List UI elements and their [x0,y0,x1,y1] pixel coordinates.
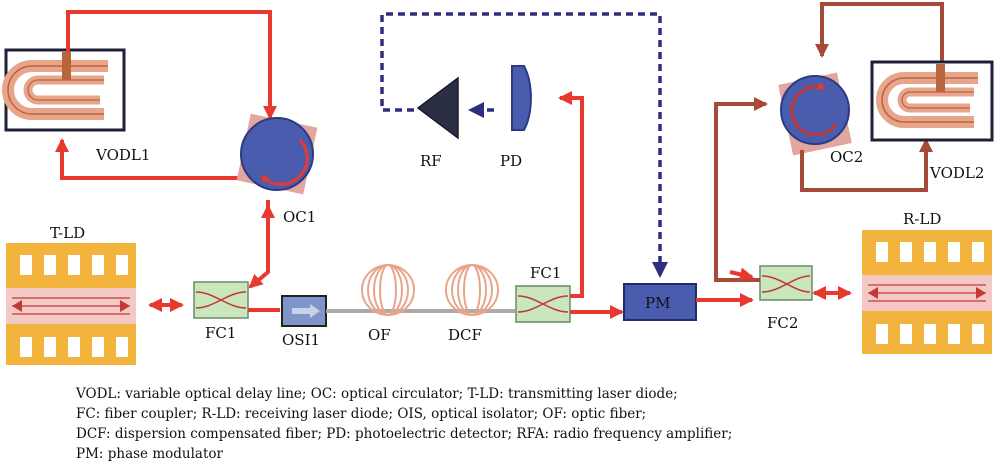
rf-pm-dashed-path [380,12,668,278]
fc2-oc2-path [714,97,768,282]
fc1-right-coupler [515,285,571,323]
tld-laser [6,243,136,365]
fc1-left-label: FC1 [205,324,236,342]
fc1-oc1-link [250,200,270,288]
osi1-label: OSI1 [282,331,320,349]
vodl2-label: VODL2 [929,164,984,182]
fc1-right-label: FC1 [530,264,561,282]
oc2-label: OC2 [830,148,863,166]
legend-line: FC: fiber coupler; R-LD: receiving laser… [76,406,647,422]
fc2-coupler [759,265,813,301]
of-fiber-spool [361,264,415,316]
oc1-circulator [236,113,318,195]
of-label: OF [368,326,391,344]
oc2-circulator [778,72,852,156]
pm-label: PM [645,294,670,312]
oc2-loop-top [815,2,944,64]
dcf-fiber-spool [445,264,499,316]
fc2-in-arrow [729,267,754,282]
rf-label: RF [420,152,442,170]
dcf-label: DCF [448,326,482,344]
vodl1-loop-path [66,10,277,120]
osi1-isolator [281,295,327,327]
legend-line: PM: phase modulator [76,446,223,462]
rf-amplifier [416,76,459,140]
fc1-left-coupler [193,281,249,319]
oc1-label: OC1 [283,208,316,226]
rld-label: R-LD [903,210,941,228]
pd-label: PD [500,152,522,170]
legend-line: VODL: variable optical delay line; OC: o… [76,386,678,402]
fc2-label: FC2 [767,314,798,332]
tld-label: T-LD [50,224,85,242]
legend: VODL: variable optical delay line; OC: o… [76,384,976,464]
vodl2-device [870,60,994,142]
rld-laser [862,230,992,354]
fc1-up-arrow [248,273,264,289]
oc1-to-vodl1-path [55,138,248,180]
pd-detector [511,65,532,131]
legend-line: DCF: dispersion compensated fiber; PD: p… [76,426,733,442]
vodl1-label: VODL1 [95,146,150,164]
oc2-loop-bottom [800,138,933,192]
fc1-pd-path [558,91,584,298]
vodl1-device [2,48,126,132]
